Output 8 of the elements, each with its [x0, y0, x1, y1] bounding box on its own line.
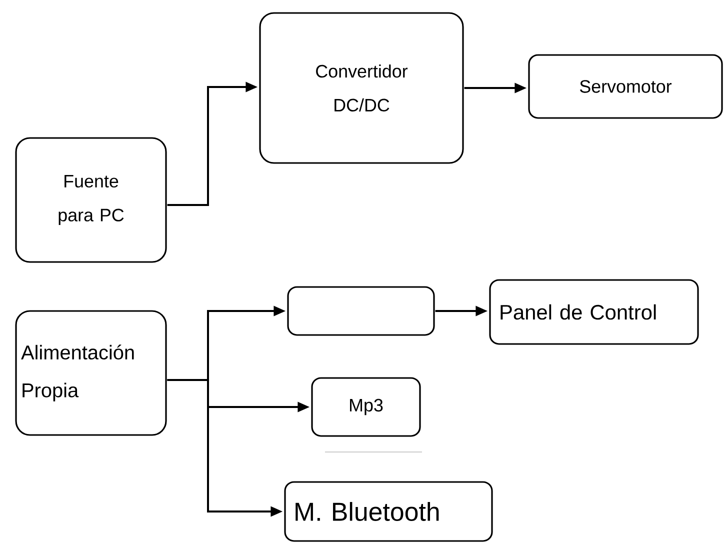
process-box: [287, 286, 435, 336]
process-box: Convertidor DC/DC: [259, 12, 464, 164]
process-box: Panel de Control: [489, 279, 699, 345]
process-box: M. Bluetooth: [284, 481, 493, 542]
process-box: Fuente para PC: [15, 137, 167, 263]
process-box: Alimentación Propia: [15, 310, 167, 436]
process-box: Mp3: [311, 377, 421, 437]
process-box: Servomotor: [528, 54, 723, 119]
